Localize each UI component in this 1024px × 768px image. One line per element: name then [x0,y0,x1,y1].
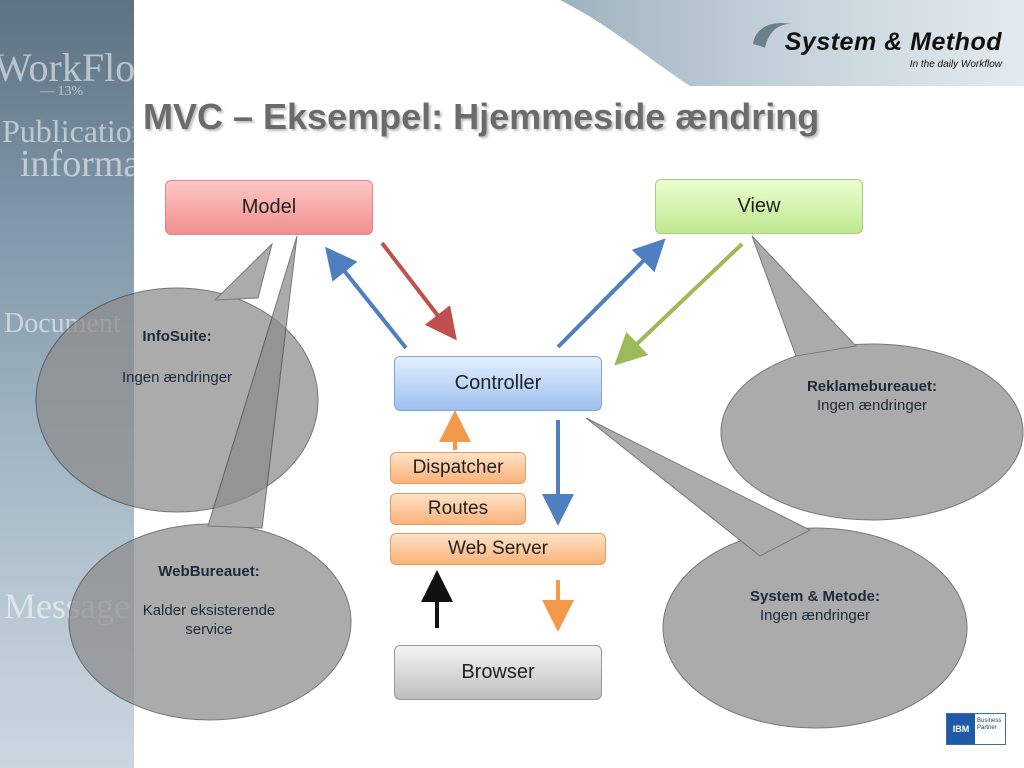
logo-tagline: In the daily Workflow [909,59,1002,70]
dispatcher-box: Dispatcher [390,452,526,484]
logo-name: System & Method [784,28,1002,56]
partner-line2: Partner [977,725,997,731]
arrow-view-to-controller [614,242,744,366]
callout-infosuite: InfoSuite: Ingen ændringer [92,327,262,387]
bg-word-percent: — 13% [40,84,84,99]
header-swoosh [560,0,1024,86]
bg-word-information: information [20,143,134,185]
callout-infosuite-text: Ingen ændringer [121,369,233,386]
web-server-box: Web Server [390,533,606,565]
callout-system-text: Ingen ændringer [759,607,871,624]
system-method-logo: System & Method In the daily Workflow [752,22,1002,70]
ibm-logo: IBM [947,714,975,744]
callout-system: System & Metode: Ingen ændringer [715,587,915,625]
callout-reklame-heading: Reklamebureauet: [806,378,938,395]
callout-system-bubble [585,417,968,729]
view-box: View [655,179,863,234]
callout-webbureauet-heading: WebBureauet: [158,563,260,580]
arrow-controller-to-view [556,238,666,349]
callout-reklame-text: Ingen ændringer [816,397,928,414]
callout-infosuite-heading: InfoSuite: [142,328,212,345]
callout-reklame: Reklamebureauet: Ingen ændringer [772,377,972,415]
page-title: MVC – Eksempel: Hjemmeside ændring [143,96,820,137]
callout-webbureauet-bubble [68,235,352,721]
arrow-controller-to-model [325,246,408,350]
callout-webbureauet: WebBureauet: Kalder eksisterende service [114,562,304,639]
swoosh-logo-mark [752,22,791,48]
callout-system-heading: System & Metode: [749,588,881,605]
callout-webbureauet-text: Kalder eksisterende service [142,602,276,638]
controller-box: Controller [394,356,602,411]
bg-word-publication: Publication [2,113,134,149]
callout-reklame-bubble [720,235,1024,521]
browser-box: Browser [394,645,602,700]
bg-word-workflow: WorkFlow [0,45,134,90]
ibm-business-partner-badge: IBM Business Partner [946,713,1006,745]
routes-box: Routes [390,493,526,525]
partner-line1: Business [977,718,1002,724]
arrow-model-to-controller [380,241,457,341]
model-box: Model [165,180,373,235]
